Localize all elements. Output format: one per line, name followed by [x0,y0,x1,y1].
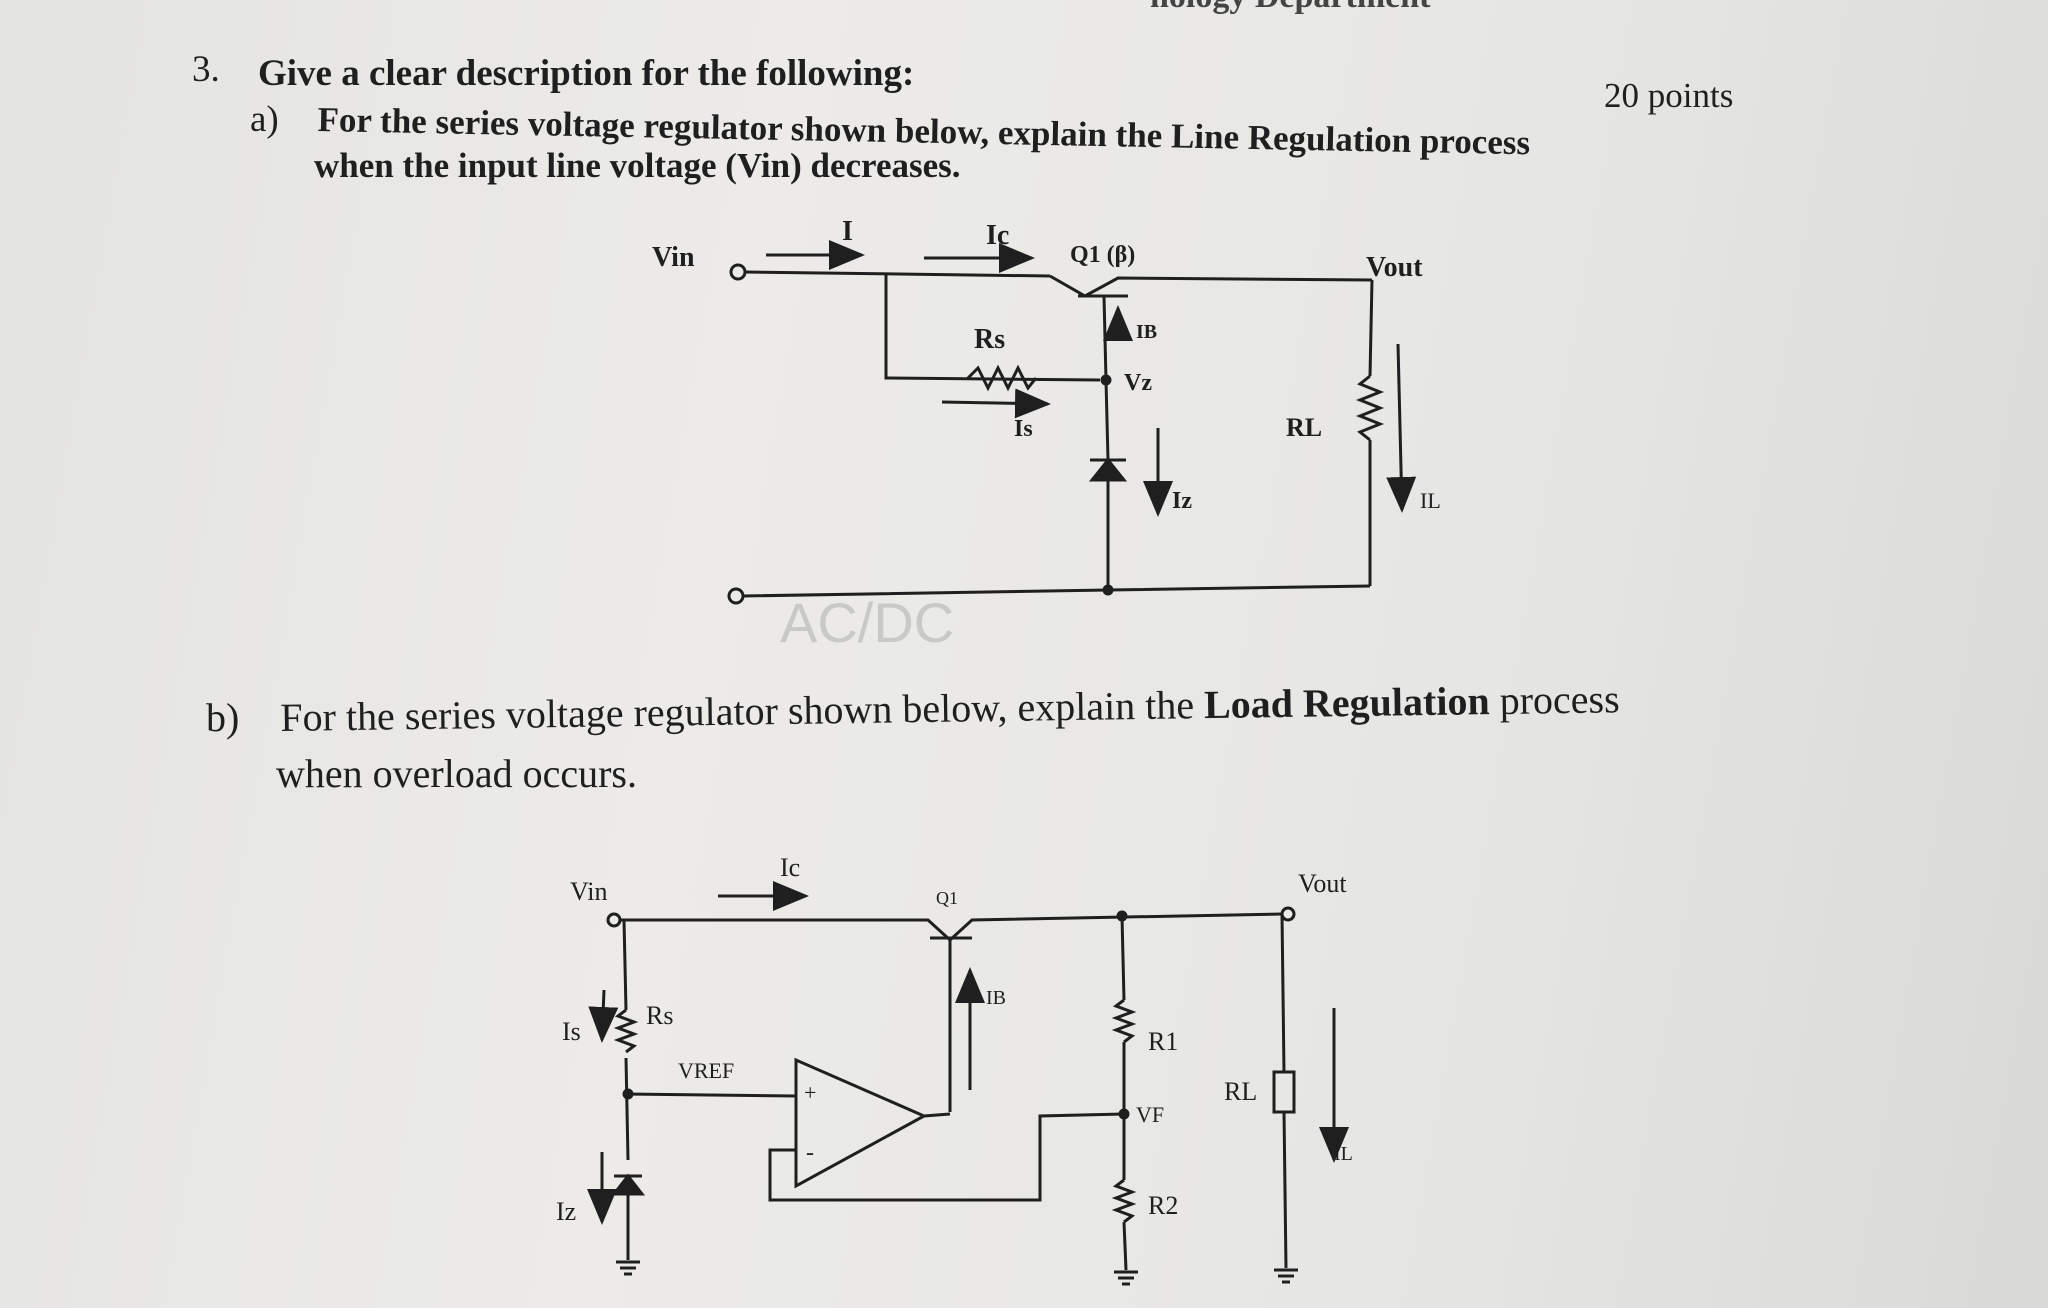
circuit-a [727,240,1417,605]
label-minus-b: - [806,1140,814,1166]
label-rs-b: Rs [646,1001,673,1030]
label-rs-a: Rs [974,324,1005,355]
label-vz-a: Vz [1124,370,1152,396]
label-rl-a: RL [1286,413,1322,442]
part-b-label: b) [206,695,240,740]
label-vf-b: VF [1136,1102,1164,1127]
question-title: Give a clear description for the followi… [258,53,915,94]
part-a-line2: when the input line voltage (Vin) decrea… [314,146,961,185]
label-ic-b: Ic [780,853,800,882]
vin-terminal-b [606,912,622,928]
circuit-b [587,881,1349,1286]
op-amp-b [794,1057,928,1189]
label-q1-a: Q1 (β) [1070,242,1135,268]
label-vout-b: Vout [1298,869,1347,898]
points-label: 20 points [1604,76,1734,115]
resistor-rs-b [613,1008,639,1054]
label-plus-b: + [804,1080,816,1105]
label-il-a: IL [1420,488,1441,513]
resistor-rl-b [1272,1070,1296,1114]
vout-terminal-b [1280,906,1296,922]
label-rl-b: RL [1224,1077,1257,1106]
circuit-a-labels: Vin I Ic Q1 (β) Vout IB Rs Vz Is Iz RL I… [652,216,1441,514]
label-q1-b: Q1 [936,888,958,908]
label-ic-a: Ic [986,220,1009,251]
resistor-rl-a [1355,374,1385,442]
resistor-rs-a [966,364,1038,392]
ground-symbols [616,1260,1298,1286]
part-b-line2: when overload occurs. [276,751,637,796]
resistor-r2-b [1111,1178,1137,1224]
label-iz-a: Iz [1172,488,1192,514]
label-iz-b: Iz [556,1197,576,1226]
label-vout-a: Vout [1366,252,1423,283]
part-a-label: a) [250,99,279,140]
label-is-b: Is [562,1017,581,1046]
resistor-r1-b [1111,998,1137,1044]
label-r1-b: R1 [1148,1027,1178,1056]
show-through-text: AC/DC [780,591,955,654]
label-is-a: Is [1014,416,1033,442]
label-vref-b: VREF [678,1058,734,1083]
label-ib-b: IB [986,987,1006,1009]
header-partial: nology Department [1150,0,1430,16]
circuit-b-labels: Vin Ic Q1 Vout Is Rs IB R1 VREF RL VF Iz… [556,853,1353,1226]
ground-terminal-a [727,587,745,605]
label-ib-a: IB [1136,321,1157,343]
label-vin-b: Vin [570,877,607,906]
vin-terminal-a [729,263,747,281]
label-r2-b: R2 [1148,1191,1178,1220]
label-i-a: I [842,216,853,247]
label-il-b: IL [1334,1143,1353,1165]
zener-diode-a [1088,457,1128,482]
question-number: 3. [192,49,220,90]
zener-diode-b [610,1173,646,1196]
label-vin-a: Vin [652,242,695,273]
